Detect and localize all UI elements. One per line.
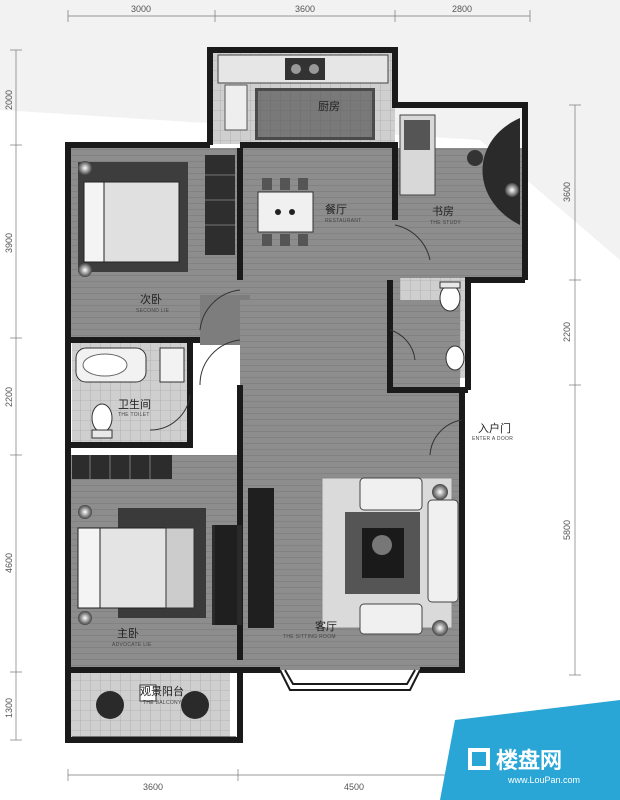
watermark-title: 楼盘网 <box>496 748 562 774</box>
dimension-lines <box>10 10 581 781</box>
dim-right-1: 3600 <box>562 182 572 202</box>
dim-left-4: 4600 <box>4 553 14 573</box>
balcony-label: 观景阳台 <box>140 684 184 698</box>
dim-left-3: 2200 <box>4 387 14 407</box>
dim-bottom-2: 4500 <box>344 782 364 792</box>
dining-table <box>257 178 314 246</box>
dim-left-5: 1300 <box>4 698 14 718</box>
toilet-label-en: THE TOILET <box>118 412 150 418</box>
master-bedroom-furniture <box>72 455 237 625</box>
study-furniture <box>399 114 520 225</box>
second-bathroom-fixtures <box>439 281 465 371</box>
restaurant-label-en: RESTAURANT <box>325 218 362 224</box>
toilet-label: 卫生间 <box>118 397 151 411</box>
background-shade <box>0 0 620 260</box>
balcony-furniture <box>72 684 236 740</box>
second-bedroom-furniture <box>78 155 235 277</box>
master-bedroom-label: 主卧 <box>117 627 139 640</box>
master-bedroom-label-en: ADVOCATE LIE <box>112 642 152 648</box>
living-room-furniture <box>212 477 459 636</box>
dim-top-2: 3600 <box>295 4 315 14</box>
walls <box>65 47 528 743</box>
entry-label-en: ENTER A DOOR <box>472 436 513 442</box>
toilet-fixtures <box>75 347 185 439</box>
sitting-room-label-en: THE SITTING ROOM <box>283 634 336 640</box>
restaurant-label: 餐厅 <box>325 202 347 216</box>
dim-bottom-1: 3600 <box>143 782 163 792</box>
balcony-label-en: THE BALCONY <box>143 700 182 706</box>
door-swings <box>149 224 463 456</box>
kitchen-label: 厨房 <box>318 100 340 113</box>
study-label: 书房 <box>432 205 454 218</box>
dim-left-1: 2000 <box>4 90 14 110</box>
watermark-logo <box>440 700 620 800</box>
study-label-en: THE STUDY <box>430 220 461 226</box>
dim-top-1: 3000 <box>131 4 151 14</box>
dim-left-2: 3900 <box>4 233 14 253</box>
dim-top-3: 2800 <box>452 4 472 14</box>
kitchen-fixtures <box>217 54 389 140</box>
dim-right-3: 5800 <box>562 520 572 540</box>
entry-label: 入户门 <box>478 421 511 435</box>
second-bedroom-label: 次卧 <box>140 292 162 306</box>
bay-window <box>279 669 421 691</box>
sitting-room-label: 客厅 <box>315 619 337 633</box>
watermark-url: www.LouPan.com <box>507 775 580 785</box>
dim-right-2: 2200 <box>562 322 572 342</box>
second-bedroom-label-en: SECOND LIE <box>136 308 170 314</box>
